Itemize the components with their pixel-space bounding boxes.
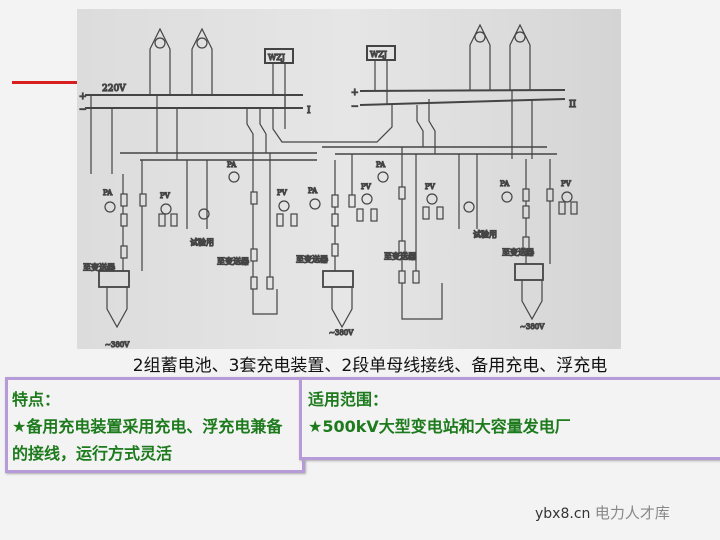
test-label: 试验用	[473, 229, 497, 239]
bus-1-plus-label: +	[79, 92, 87, 102]
ac-label: ~380V	[329, 329, 354, 337]
bus-1-label: I	[307, 106, 311, 116]
features-title: 特点：	[12, 390, 61, 409]
watermark-site: ybx8.cn	[535, 506, 591, 522]
features-box: 特点： ★备用充电装置采用充电、浮充电兼备的接线，运行方式灵活	[5, 377, 305, 473]
test-label: 试验用	[190, 237, 214, 247]
pv-label: PV	[277, 189, 288, 197]
bus-1-minus-label: −	[79, 105, 87, 115]
watermark: ybx8.cn 电力人才库	[535, 502, 670, 523]
pv-label: PV	[160, 192, 171, 200]
ac-label: ~380V	[105, 341, 130, 349]
bus-2-plus-label: +	[351, 88, 359, 98]
bus-2-negative	[359, 98, 566, 106]
circuit-diagram-photo: 220V + − I + − II WZJ WZJ PA PV PA PV PA…	[77, 9, 621, 349]
diagram-caption: 2组蓄电池、3套充电装置、2段单母线接线、备用充电、浮充电	[132, 356, 608, 376]
pv-label: PV	[561, 180, 572, 188]
pv-label: PV	[361, 183, 372, 191]
transmitter-label: 至变送器	[384, 251, 416, 261]
transmitter-label: 至变送器	[83, 262, 115, 272]
features-text: ★备用充电装置采用充电、浮充电兼备的接线，运行方式灵活	[12, 417, 283, 463]
transmitter-label: 至变送器	[296, 254, 328, 264]
pa-label: PA	[103, 189, 113, 197]
wzj-label-1: WZJ	[268, 53, 285, 62]
scope-box: 适用范围： ★500kV大型变电站和大容量发电厂	[299, 377, 720, 460]
pa-label: PA	[227, 161, 237, 169]
watermark-name: 电力人才库	[594, 504, 670, 522]
wzj-label-2: WZJ	[370, 50, 387, 59]
transmitter-label: 至变送器	[502, 247, 534, 257]
transmitter-label: 至变送器	[217, 256, 249, 266]
pv-label: PV	[425, 183, 436, 191]
pa-label: PA	[500, 180, 510, 188]
bus-2-positive	[359, 89, 566, 92]
scope-title: 适用范围：	[308, 390, 389, 409]
pa-label: PA	[376, 161, 386, 169]
scope-text: ★500kV大型变电站和大容量发电厂	[308, 417, 571, 436]
ac-label: ~380V	[520, 323, 545, 331]
pa-label: PA	[308, 187, 318, 195]
bus-voltage-label: 220V	[102, 84, 126, 94]
red-accent-line	[12, 81, 77, 84]
bus-2-minus-label: −	[351, 102, 359, 112]
bus-2-label: II	[569, 100, 577, 110]
